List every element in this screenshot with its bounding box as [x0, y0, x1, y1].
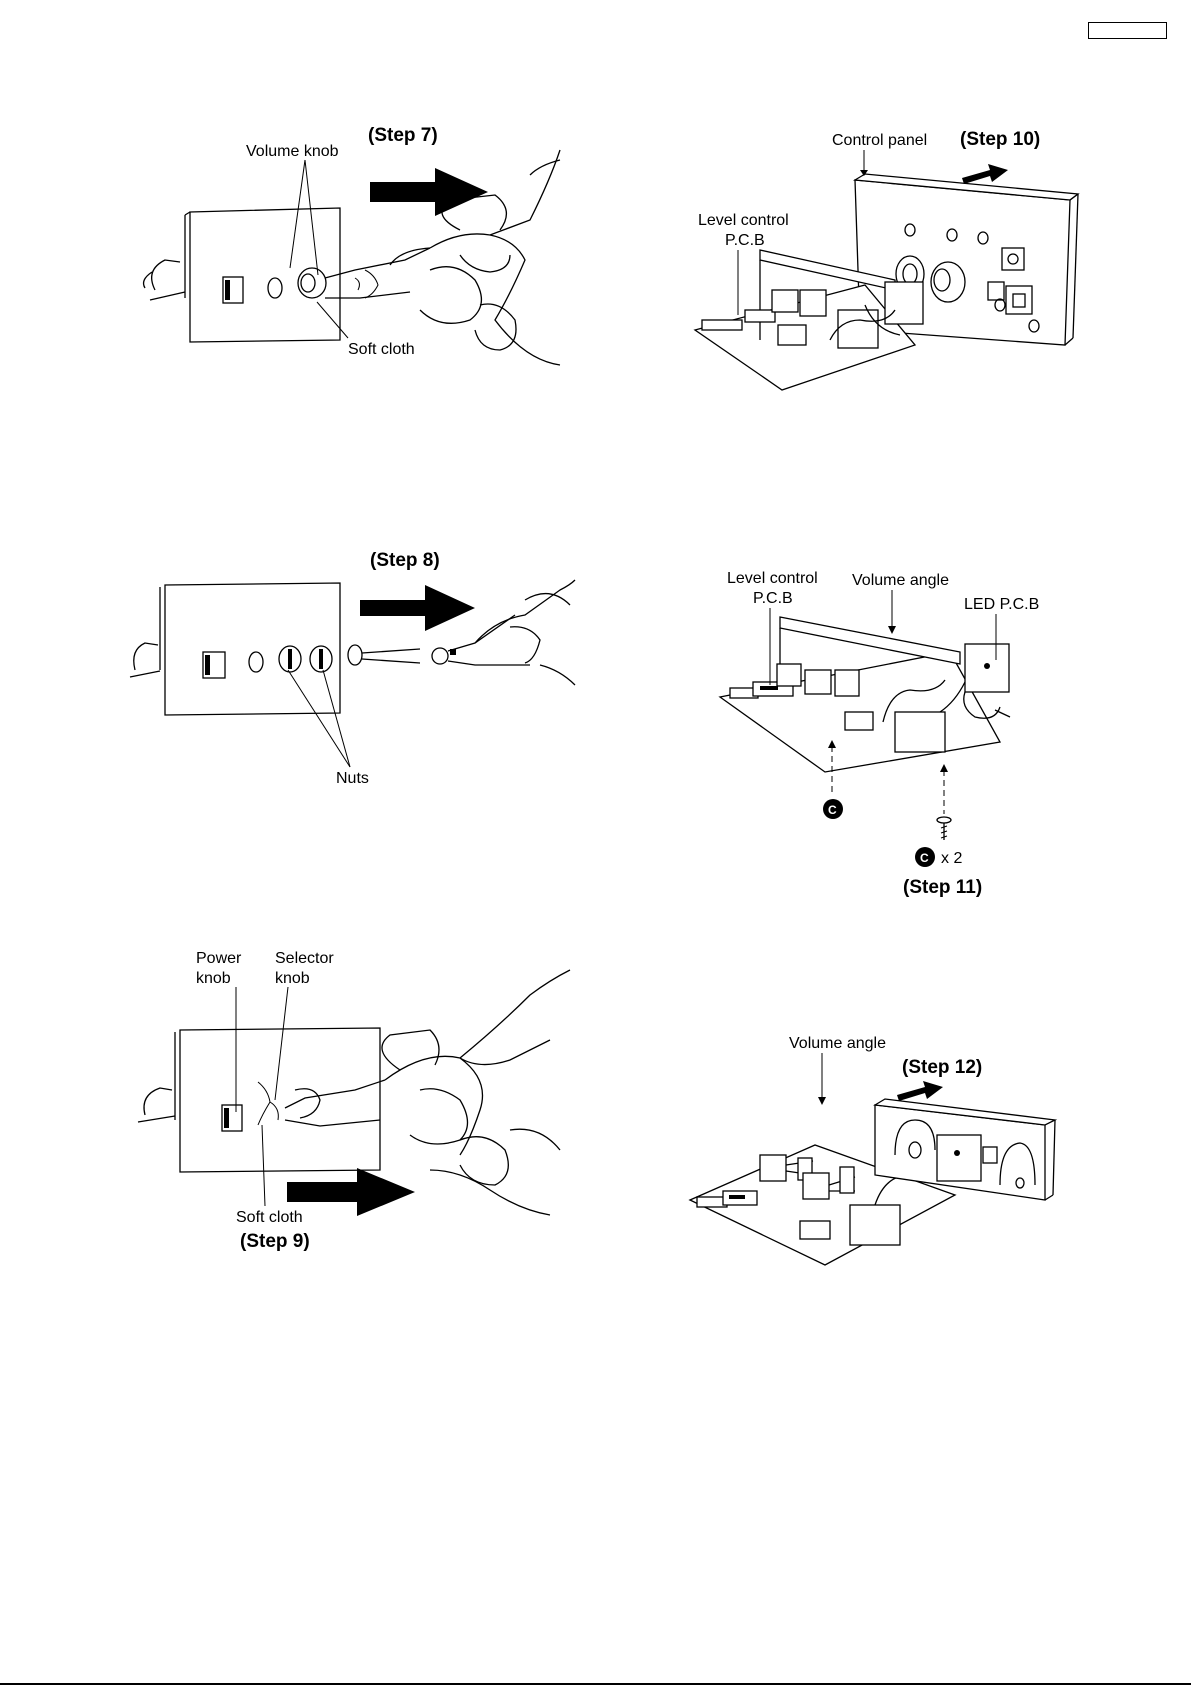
figure-step11: Level control P.C.B Volume angle LED P.C…: [715, 562, 1075, 902]
level-control-pcb: [720, 617, 1010, 772]
label-volume-angle: Volume angle: [789, 1035, 886, 1052]
label-level-pcb-line1: Level control: [698, 212, 789, 229]
figure-step7: (Step 7) Volume knob Soft cloth: [130, 120, 570, 385]
screw-count: x 2: [941, 850, 962, 867]
step-label: (Step 11): [903, 877, 982, 898]
page-number-box: [1088, 22, 1167, 39]
step-label: (Step 9): [240, 1231, 310, 1252]
label-soft-cloth: Soft cloth: [348, 341, 415, 358]
label-level-pcb-line2: P.C.B: [753, 590, 793, 607]
arrow-right-icon: [360, 585, 475, 631]
arrow-right-icon: [287, 1168, 415, 1216]
screw-icon: [937, 817, 951, 840]
label-level-pcb-line2: P.C.B: [725, 232, 765, 249]
chassis-panel: [138, 1028, 380, 1172]
label-volume-angle: Volume angle: [852, 572, 949, 589]
label-power-knob-line1: Power: [196, 950, 242, 967]
label-nuts: Nuts: [336, 770, 369, 787]
screw-mark: C: [828, 803, 837, 817]
step-label: (Step 7): [368, 125, 438, 146]
step-label: (Step 12): [902, 1057, 982, 1078]
arrow-right-icon: [370, 168, 488, 216]
label-soft-cloth: Soft cloth: [236, 1209, 303, 1226]
label-power-knob-line2: knob: [196, 970, 231, 987]
chassis-panel: [144, 208, 340, 342]
figure-step10: Control panel (Step 10) Level control P.…: [690, 130, 1090, 410]
chassis-panel: [130, 583, 340, 715]
label-control-panel: Control panel: [832, 132, 927, 149]
step-label: (Step 10): [960, 129, 1040, 150]
label-led-pcb: LED P.C.B: [964, 596, 1039, 613]
long-nose-pliers: [348, 580, 575, 685]
label-selector-knob-line1: Selector: [275, 950, 334, 967]
arrow-up-right-icon: [897, 1081, 943, 1101]
label-level-pcb-line1: Level control: [727, 570, 818, 587]
arrow-up-right-icon: [962, 164, 1008, 184]
step-label: (Step 8): [370, 550, 440, 571]
figure-step12: Volume angle (Step 12): [685, 1025, 1065, 1270]
screw-mark-2: C: [920, 851, 929, 865]
label-volume-knob: Volume knob: [246, 143, 339, 160]
label-selector-knob-line2: knob: [275, 970, 310, 987]
figure-step8: (Step 8) Nuts: [130, 545, 570, 805]
figure-step9: Power knob Selector knob Soft cloth (Ste…: [130, 940, 570, 1260]
